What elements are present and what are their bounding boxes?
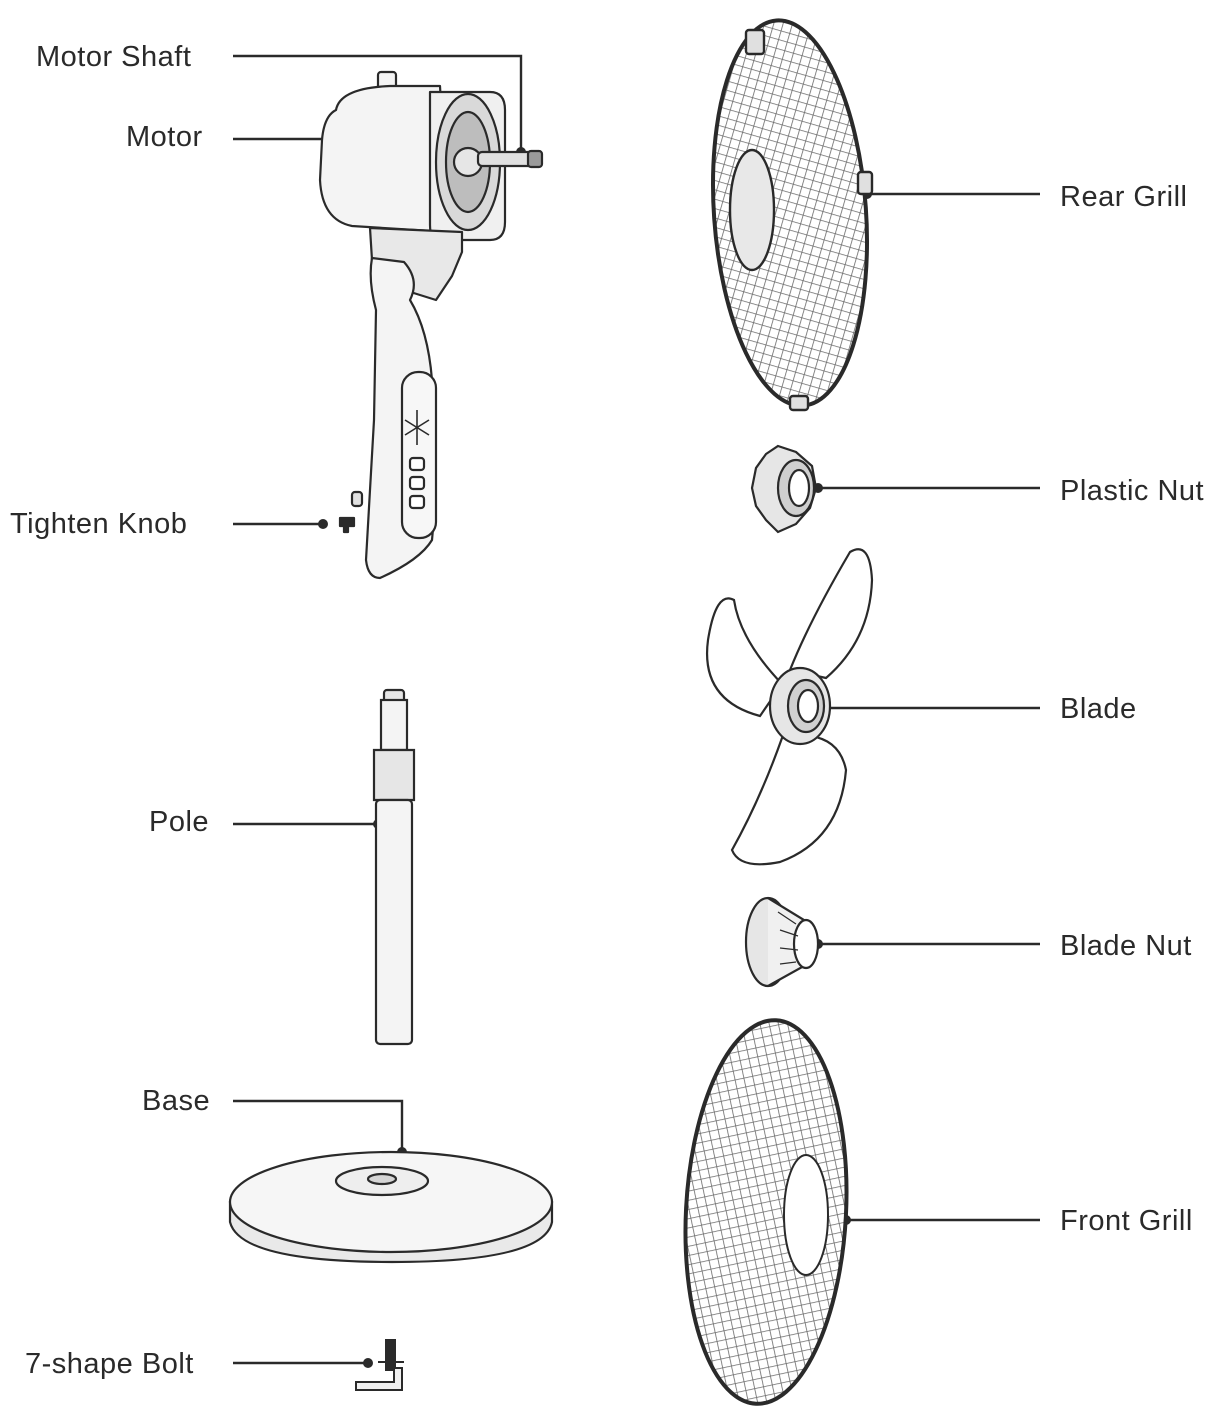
motor-housing [318,84,450,234]
blade-nut [744,896,820,988]
base [228,1150,554,1264]
label-pole: Pole [149,806,210,838]
blade-left [706,597,784,718]
control-panel [400,370,438,540]
front-grill-rim [683,1018,849,1406]
label-blade: Blade [1060,693,1137,725]
front-grill-center-opening [783,1154,829,1276]
label-front-grill: Front Grill [1060,1205,1193,1237]
label-plastic-nut: Plastic Nut [1060,475,1205,507]
label-motor: Motor [126,121,203,153]
label-motor-shaft: Motor Shaft [36,41,192,73]
label-blade-nut: Blade Nut [1060,930,1192,962]
blade-lower [730,734,848,866]
dot-tighten-knob [318,519,328,529]
leader-lines-right [818,192,1040,1222]
leader-base [233,1099,404,1150]
front-grill [683,1018,849,1406]
label-rear-grill: Rear Grill [1060,181,1188,213]
blade-upper [788,548,874,680]
rear-grill [710,18,874,412]
blade [706,548,874,866]
motor-assembly [318,70,544,580]
plastic-nut [750,444,818,534]
pole-collar [372,748,416,802]
seven-shape-bolt [355,1339,404,1391]
pole [372,688,416,1046]
tighten-knob [338,516,356,534]
label-tighten-knob: Tighten Knob [10,508,188,540]
pole-upper-section [379,698,409,752]
pole-lower-section [374,798,414,1046]
label-bolt: 7-shape Bolt [25,1348,194,1380]
label-base: Base [142,1085,211,1117]
leader-motor-shaft [233,54,523,151]
rear-grill-center [728,148,776,272]
dot-bolt [363,1358,373,1368]
base-top [228,1150,554,1254]
fan-speed-icon [404,410,430,445]
control-buttons [408,456,426,510]
